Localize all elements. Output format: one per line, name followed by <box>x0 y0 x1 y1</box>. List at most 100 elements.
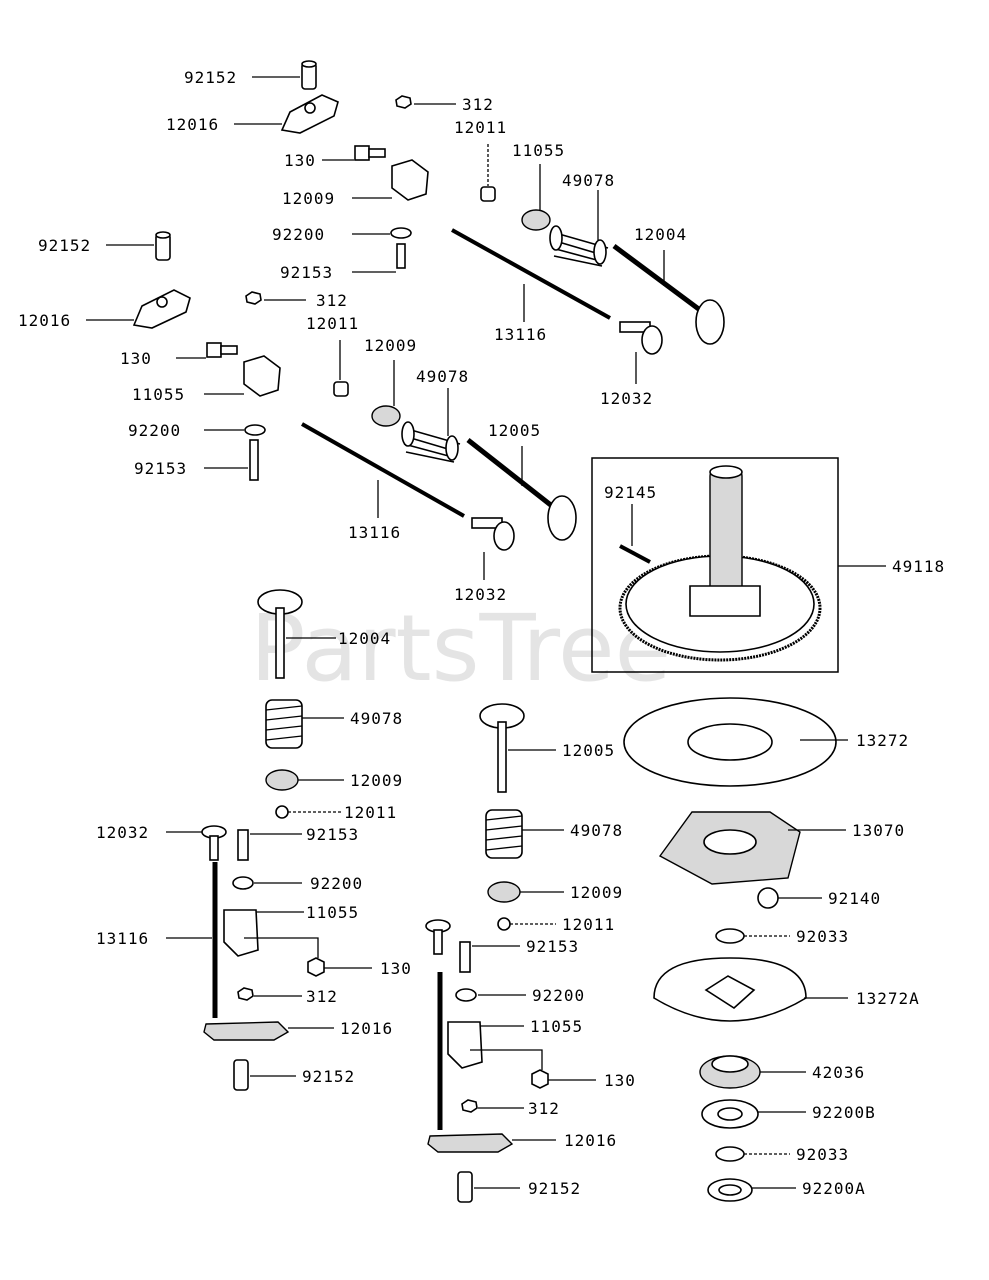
callout-92152-e: 92152 <box>528 1179 581 1198</box>
cap-12011-e <box>497 917 511 931</box>
washer-92200-d <box>232 876 254 890</box>
callout-92200B: 92200B <box>812 1103 876 1122</box>
camshaft-box <box>591 457 839 673</box>
callout-312-a: 312 <box>462 95 494 114</box>
callout-13116-b: 13116 <box>348 523 401 542</box>
callout-92140: 92140 <box>828 889 881 908</box>
ring-92033-upper <box>715 928 745 944</box>
callout-92200-e: 92200 <box>532 986 585 1005</box>
callout-11055-a: 12009 <box>282 189 335 208</box>
callout-11055-b: 11055 <box>132 385 185 404</box>
nut-312-a <box>395 95 412 109</box>
callout-12032-d: 12032 <box>96 823 149 842</box>
pushrod-13116-b <box>301 422 465 518</box>
leader-lines <box>86 76 886 1189</box>
nut-312-b <box>245 291 262 305</box>
callout-312-d: 312 <box>306 987 338 1006</box>
cap-12011-b <box>333 381 349 397</box>
callout-13070: 13070 <box>852 821 905 840</box>
washer-92200-e <box>455 988 477 1002</box>
bracket-11055-e <box>447 1021 483 1069</box>
bracket-11055-d <box>223 909 259 957</box>
callout-12004-d: 12004 <box>338 629 391 648</box>
spring-49078-a <box>549 225 609 267</box>
callout-92153-d: 92153 <box>306 825 359 844</box>
callout-13116-a: 13116 <box>494 325 547 344</box>
collar-92152-b <box>155 231 171 261</box>
callout-12011-e: 12011 <box>562 915 615 934</box>
collar-92152-d <box>233 1059 249 1091</box>
rocker-arm-12016-d <box>203 1021 290 1041</box>
callout-92200-a: 92200 <box>272 225 325 244</box>
washer-92200A <box>707 1178 753 1202</box>
cap-12011-a <box>480 186 496 202</box>
callout-12009-d: 12009 <box>350 771 403 790</box>
tappet-12032-d <box>201 825 227 861</box>
spring-49078-b <box>401 421 461 463</box>
callout-12005-e: 12005 <box>562 741 615 760</box>
bracket-11055-b <box>243 355 281 397</box>
callout-92153-a: 92153 <box>280 263 333 282</box>
bolt-130-a <box>354 145 386 161</box>
callout-12011-a: 12011 <box>454 118 507 137</box>
stud-92153-b <box>249 439 259 481</box>
governor-13070 <box>658 811 801 885</box>
callout-12005-b: 12005 <box>488 421 541 440</box>
nut-42036 <box>699 1055 761 1089</box>
watermark: PartsTree <box>250 595 671 702</box>
callout-92200-d: 92200 <box>310 874 363 893</box>
callout-130-d: 130 <box>380 959 412 978</box>
callout-130-a: 130 <box>284 151 316 170</box>
bolt-130-e <box>531 1069 549 1089</box>
retainer-12009-a <box>521 209 551 231</box>
callout-312-e: 312 <box>528 1099 560 1118</box>
bolt-130-d <box>307 957 325 977</box>
callout-92152-d: 92152 <box>302 1067 355 1086</box>
callout-49078-e: 49078 <box>570 821 623 840</box>
bolt-130-b <box>206 342 238 358</box>
valve-12004-d <box>257 589 303 679</box>
bracket-11055-a <box>391 159 429 201</box>
callout-13272A: 13272A <box>856 989 920 1008</box>
callout-312-b: 312 <box>316 291 348 310</box>
tappet-12032-a <box>619 321 663 355</box>
callout-92033-lower: 92033 <box>796 1145 849 1164</box>
valve-12005-e <box>479 703 525 793</box>
rocker-arm-12016-a <box>280 94 339 134</box>
tappet-12032-b <box>471 517 515 551</box>
tappet-12032-e <box>425 919 451 955</box>
pushrod-13116-a <box>451 228 611 320</box>
callout-13272: 13272 <box>856 731 909 750</box>
callout-92153-e: 92153 <box>526 937 579 956</box>
camshaft-assembly <box>591 457 839 673</box>
callout-12009-a: 11055 <box>512 141 565 160</box>
callout-92200A: 92200A <box>802 1179 866 1198</box>
lower-middle-stack <box>425 703 549 1203</box>
retainer-12009-e <box>487 881 521 903</box>
callout-12009-e: 12009 <box>570 883 623 902</box>
stud-92153-d <box>237 829 249 861</box>
callout-11055-d: 11055 <box>306 903 359 922</box>
ring-92033-lower <box>715 1146 745 1162</box>
callout-92152-a: 92152 <box>184 68 237 87</box>
callout-12032-b: 12032 <box>454 585 507 604</box>
washer-92200-a <box>390 227 412 239</box>
callout-92152-b: 92152 <box>38 236 91 255</box>
callout-12011-d: 12011 <box>344 803 397 822</box>
rocker-assembly-middle <box>132 231 577 551</box>
valve-12005-b <box>466 438 577 541</box>
washer-92200B <box>701 1099 759 1129</box>
spring-49078-e <box>485 809 523 859</box>
rocker-assembly-upper <box>280 60 725 355</box>
callout-49078-a: 49078 <box>562 171 615 190</box>
cup-13272A <box>653 957 807 1022</box>
callout-12011-b: 12011 <box>306 314 359 333</box>
rocker-arm-12016-e <box>427 1133 514 1153</box>
callout-92200-b: 92200 <box>128 421 181 440</box>
callout-92153-b: 92153 <box>134 459 187 478</box>
callout-13116-d: 13116 <box>96 929 149 948</box>
callout-49078-b: 49078 <box>416 367 469 386</box>
callout-12016-e: 12016 <box>564 1131 617 1150</box>
ball-92140 <box>757 887 779 909</box>
